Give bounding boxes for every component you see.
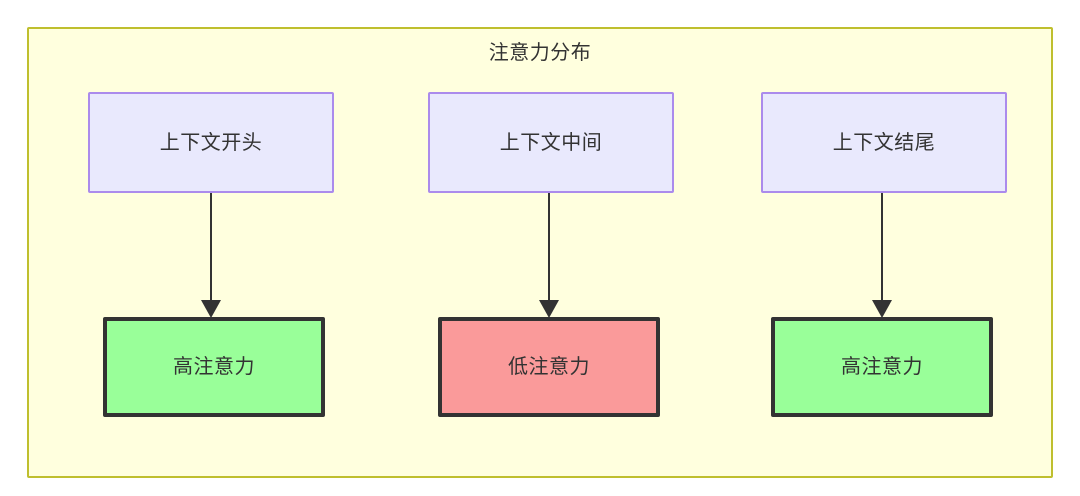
node-context-end-label: 上下文结尾 bbox=[832, 131, 936, 154]
node-context-middle[interactable]: 上下文中间 bbox=[428, 92, 674, 193]
node-context-middle-label: 上下文中间 bbox=[499, 131, 603, 154]
node-low-attention-middle-label: 低注意力 bbox=[508, 356, 590, 378]
subgraph-title: 注意力分布 bbox=[488, 42, 592, 64]
node-high-attention-end-label: 高注意力 bbox=[841, 356, 923, 378]
node-context-start-label: 上下文开头 bbox=[159, 131, 263, 154]
node-low-attention-middle[interactable]: 低注意力 bbox=[438, 317, 660, 417]
node-high-attention-start-label: 高注意力 bbox=[173, 356, 255, 378]
node-high-attention-start[interactable]: 高注意力 bbox=[103, 317, 325, 417]
node-high-attention-end[interactable]: 高注意力 bbox=[771, 317, 993, 417]
node-context-end[interactable]: 上下文结尾 bbox=[761, 92, 1007, 193]
node-context-start[interactable]: 上下文开头 bbox=[88, 92, 334, 193]
